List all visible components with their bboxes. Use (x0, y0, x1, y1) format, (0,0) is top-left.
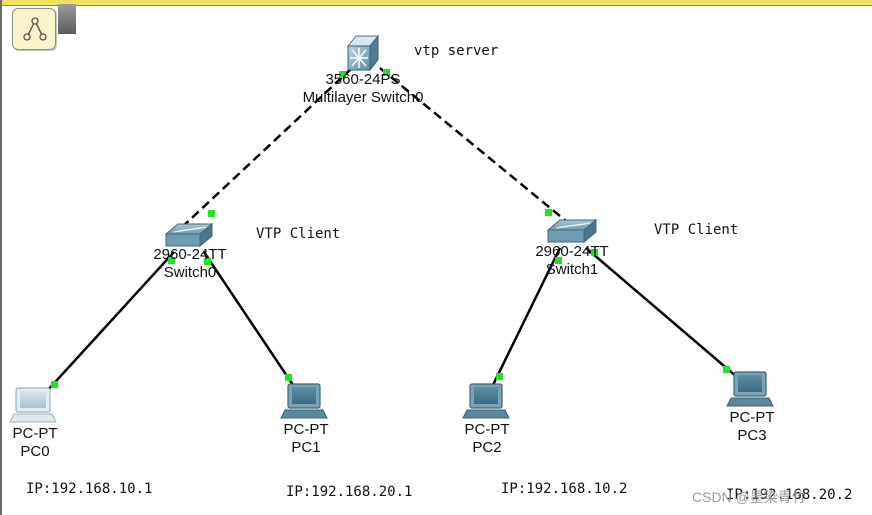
pc3-icon[interactable] (726, 371, 774, 407)
link-status-dot (285, 374, 292, 381)
pc2-name-label: PC2 (472, 439, 502, 456)
pc3-name-label: PC3 (737, 427, 767, 444)
switch0-icon[interactable] (164, 222, 214, 248)
pc2-icon[interactable] (462, 383, 510, 419)
pc1-name-label: PC1 (291, 439, 321, 456)
link-ms-sw0[interactable] (179, 67, 353, 230)
link-status-dot (496, 373, 503, 380)
link-status-dot (383, 69, 390, 76)
pc3-ip-note: IP:192.168.20.2 (726, 487, 853, 503)
multilayer-switch-model-label: 3560-24PS (325, 71, 401, 88)
pc0-name-label: PC0 (20, 443, 50, 460)
multilayer-switch-name-label: Multilayer Switch0 (302, 89, 424, 106)
link-sw1-pc2[interactable] (490, 247, 562, 388)
switch1-icon[interactable] (546, 218, 598, 244)
link-sw0-pc1[interactable] (202, 251, 297, 389)
link-status-dot (339, 71, 346, 78)
pc2-ip-note: IP:192.168.10.2 (501, 481, 628, 497)
watermark: CSDN @墨染青竹 (692, 489, 806, 505)
link-status-dot (723, 366, 730, 373)
link-sw0-pc0[interactable] (46, 251, 175, 392)
pc1-ip-note: IP:192.168.20.1 (286, 484, 413, 500)
switch1-note: VTP Client (654, 222, 739, 238)
link-status-dot (545, 209, 552, 216)
switch1-model-label: 2960-24TT (535, 243, 609, 260)
links-layer (46, 67, 738, 392)
top-toolbar-strip (0, 0, 872, 6)
pc2-model-label: PC-PT (464, 421, 510, 438)
switch0-note: VTP Client (256, 226, 341, 242)
pc1-model-label: PC-PT (283, 421, 329, 438)
link-ms-sw1[interactable] (379, 67, 567, 222)
pc0-ip-note: IP:192.168.10.1 (26, 481, 153, 497)
pc0-icon[interactable] (9, 387, 57, 423)
pc0-model-label: PC-PT (12, 425, 58, 442)
switch0-model-label: 2960-24TT (153, 246, 227, 263)
cluster-navigation-icon (23, 17, 47, 41)
link-status-dots (51, 69, 730, 388)
link-status-dot (204, 258, 211, 265)
cluster-navigation-button[interactable] (12, 8, 56, 50)
link-status-dot (208, 210, 215, 217)
cluster-panel-shadow (58, 4, 76, 34)
link-status-dot (168, 257, 175, 264)
switch1-name-label: Switch1 (545, 261, 599, 278)
link-sw1-pc3[interactable] (585, 247, 738, 378)
workspace-left-border (0, 0, 2, 515)
switch0-name-label: Switch0 (163, 264, 217, 281)
link-status-dot (51, 381, 58, 388)
multilayer-switch-icon[interactable] (346, 34, 380, 72)
multilayer-switch-note: vtp server (414, 43, 499, 59)
link-status-dot (555, 257, 562, 264)
pc1-icon[interactable] (280, 383, 328, 419)
pc3-model-label: PC-PT (729, 409, 775, 426)
link-status-dot (591, 249, 598, 256)
